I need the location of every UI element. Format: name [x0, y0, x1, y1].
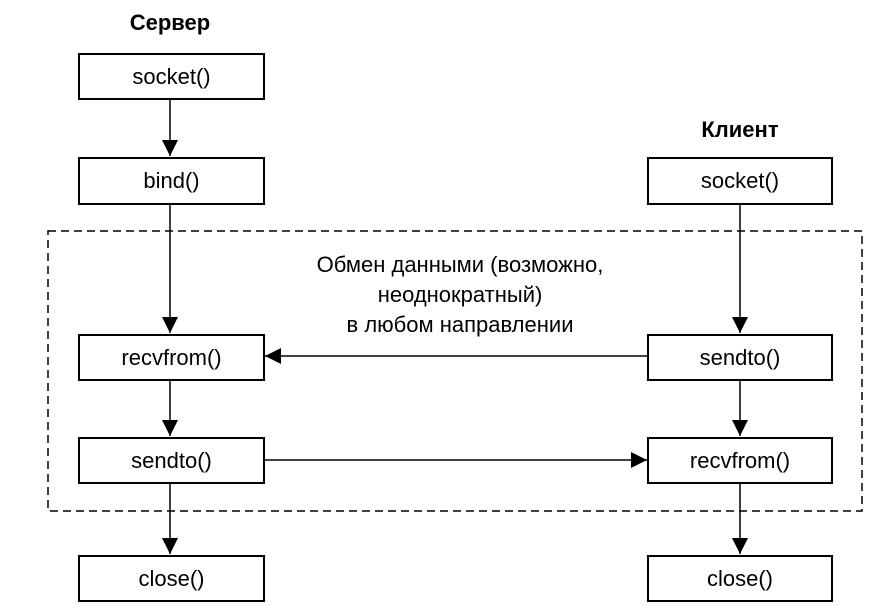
exchange-note: Обмен данными (возможно, неоднократный) …: [250, 250, 670, 340]
exchange-note-line-3: в любом направлении: [346, 312, 574, 337]
server-close-box: close(): [78, 555, 265, 602]
server-bind-box: bind(): [78, 157, 265, 205]
client-close-box: close(): [647, 555, 833, 602]
server-sendto-box: sendto(): [78, 437, 265, 484]
exchange-note-line-1: Обмен данными (возможно,: [316, 252, 604, 277]
client-title: Клиент: [701, 117, 779, 142]
client-recvfrom-box: recvfrom(): [647, 437, 833, 484]
client-socket-box: socket(): [647, 157, 833, 205]
client-sendto-box: sendto(): [647, 334, 833, 381]
exchange-region: [47, 230, 863, 512]
server-recvfrom-box: recvfrom(): [78, 334, 265, 381]
server-socket-box: socket(): [78, 53, 265, 100]
exchange-note-line-2: неоднократный): [377, 282, 543, 307]
server-title: Сервер: [129, 10, 211, 35]
